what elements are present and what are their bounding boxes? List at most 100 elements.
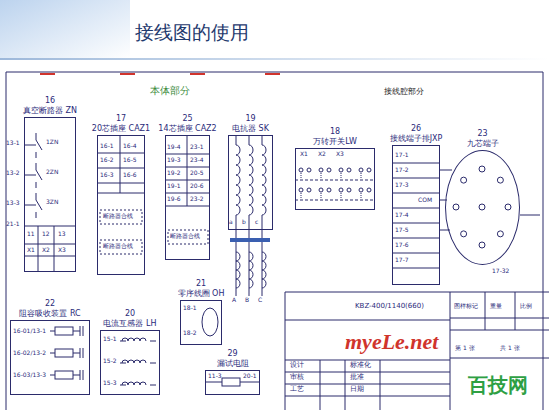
callout-number: 22: [19, 299, 80, 309]
part-name: 万转开关LW: [313, 137, 357, 147]
terminal-label: 15-2: [103, 358, 117, 365]
terminal-label: 17-3: [395, 182, 409, 189]
component-heading: 18万转开关LW: [313, 127, 357, 147]
terminal-label: X2: [42, 247, 50, 254]
terminal-label: 23-1: [190, 144, 204, 151]
component-heading: 29漏试电阻: [217, 349, 249, 369]
component-heading: 21零序线圈 OH: [178, 279, 225, 299]
terminal-label: 3ZN: [46, 199, 58, 206]
terminal-label: 19-1: [167, 183, 181, 190]
terminal-label: 15-1: [103, 336, 117, 343]
terminal-label: B: [245, 297, 249, 304]
part-name: 电抗器 SK: [232, 124, 269, 134]
terminal-label: 17-4: [395, 212, 409, 219]
callout-number: 25: [158, 114, 216, 124]
terminal-label: b: [242, 219, 246, 226]
part-name: 真空断路器 ZN: [23, 106, 77, 116]
terminal-label: 20-1: [243, 373, 257, 380]
section-label: 接线腔部分: [384, 88, 424, 97]
terminal-label: 17-5: [395, 227, 409, 234]
terminal-label: 批准: [350, 374, 364, 382]
callout-number: 26: [390, 124, 443, 134]
terminal-label: 日期: [350, 386, 364, 394]
terminal-label: X1: [300, 151, 308, 158]
terminal-label: 23-4: [190, 157, 204, 164]
terminal-circle: 23九芯端子: [445, 150, 520, 265]
terminal-label: 23-2: [190, 196, 204, 203]
section-label: 本体部分: [150, 85, 190, 96]
terminal-label: 18-2: [183, 330, 197, 337]
terminal-label: 16-3: [100, 172, 114, 179]
terminal-label: 13: [58, 231, 66, 238]
terminal-label: 11: [27, 231, 35, 238]
component-heading: 26接线端子排JXP: [390, 124, 443, 144]
terminal-label: KBZ-400/1140(660): [355, 303, 424, 311]
terminal-label: 19-2: [167, 170, 181, 177]
terminal-label: 13-2: [6, 170, 20, 177]
terminal-label: 20-6: [190, 183, 204, 190]
terminal-label: A: [232, 297, 236, 304]
part-name: 阻容吸收装置 RC: [19, 309, 80, 319]
callout-number: 17: [92, 114, 150, 124]
callout-number: 18: [313, 127, 357, 137]
part-name: 电流互感器 LH: [103, 319, 156, 329]
part-name: 14芯插座 CAZ2: [158, 124, 216, 134]
terminal-label: 17-1: [395, 152, 409, 159]
terminal-label: 17-7: [395, 257, 409, 264]
component-heading: 22阻容吸收装置 RC: [19, 299, 80, 319]
terminal-label: 共 1 张: [500, 345, 520, 352]
terminal-label: X3: [336, 151, 344, 158]
terminal-label: 19-4: [167, 144, 181, 151]
part-name: 20芯插座 CAZ1: [92, 124, 150, 134]
callout-number: 20: [103, 309, 156, 319]
terminal-label: 设计: [290, 362, 304, 370]
part-name: 接线端子排JXP: [390, 134, 443, 144]
terminal-label: 16-6: [123, 172, 137, 179]
terminal-label: 断路器合线: [103, 213, 133, 220]
terminal-label: 12: [42, 231, 50, 238]
terminal-label: 19-3: [167, 157, 181, 164]
terminal-label: 16-2: [100, 157, 114, 164]
terminal-label: 11-3: [208, 373, 222, 380]
terminal-label: 17-2: [395, 167, 409, 174]
terminal-label: 16-03/13-3: [13, 372, 46, 379]
watermark: myeLe.net: [345, 330, 438, 354]
part-name: 漏试电阻: [217, 359, 249, 369]
terminal-label: 标准化: [350, 362, 371, 370]
terminal-label: 16-5: [123, 157, 137, 164]
component-heading: 16真空断路器 ZN: [23, 96, 77, 116]
component-heading: 19电抗器 SK: [232, 114, 269, 134]
terminal-label: 19-6: [167, 196, 181, 203]
component-heading: 20电流互感器 LH: [103, 309, 156, 329]
part-name: 九芯端子: [467, 139, 499, 149]
terminal-label: X3: [58, 247, 66, 254]
callout-number: 29: [217, 349, 249, 359]
terminal-label: a: [229, 219, 233, 226]
terminal-label: 16-02/13-2: [13, 350, 46, 357]
part-name: 零序线圈 OH: [178, 289, 225, 299]
terminal-label: 15-3: [103, 380, 117, 387]
component-box: 1720芯插座 CAZ1: [97, 135, 145, 275]
component-heading: 1720芯插座 CAZ1: [92, 114, 150, 134]
terminal-label: 13-1: [6, 140, 20, 147]
component-box: 18万转开关LW: [295, 148, 375, 210]
terminal-label: 17-6: [395, 242, 409, 249]
terminal-label: X2: [318, 151, 326, 158]
terminal-label: 16-1: [100, 143, 114, 150]
terminal-label: 审核: [290, 374, 304, 382]
callout-number: 16: [23, 96, 77, 106]
terminal-label: 断路器合线: [103, 243, 133, 250]
callout-number: 19: [232, 114, 269, 124]
terminal-label: 20-5: [190, 170, 204, 177]
terminal-label: c: [255, 219, 258, 226]
terminal-label: 图样标记: [454, 303, 478, 310]
terminal-label: 重量: [490, 303, 502, 310]
terminal-label: 比例: [520, 303, 532, 310]
terminal-label: 17-32: [492, 268, 509, 275]
callout-number: 23: [467, 129, 499, 139]
watermark: 百技网: [468, 374, 528, 396]
terminal-label: 16-01/13-1: [13, 328, 46, 335]
terminal-label: 工艺: [290, 386, 304, 394]
terminal-label: X1: [27, 247, 35, 254]
